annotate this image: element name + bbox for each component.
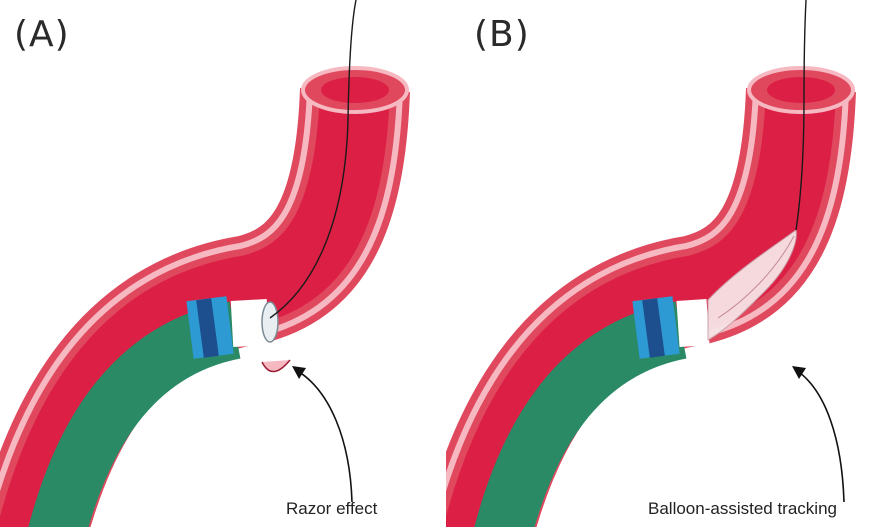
razor-bulge-a xyxy=(262,360,290,372)
panel-a: (A) Razor effect xyxy=(0,0,445,527)
panel-label-a: (A) xyxy=(14,14,70,55)
vessel-diagram-b xyxy=(446,0,891,527)
catheter-band-b2 xyxy=(646,327,661,329)
vessel-diagram-a xyxy=(0,0,445,527)
arrow-a xyxy=(296,370,352,502)
arrow-head-a xyxy=(292,366,306,379)
vessel-opening-lumen-a xyxy=(321,77,389,103)
panel-b: (B) Balloon-assisted tracking xyxy=(446,0,891,527)
caption-b: Balloon-assisted tracking xyxy=(648,499,837,519)
catheter-band-a2 xyxy=(200,327,215,329)
arrow-b xyxy=(796,370,844,502)
caption-a: Razor effect xyxy=(286,499,377,519)
panel-label-b: (B) xyxy=(474,14,530,55)
vessel-opening-lumen-b xyxy=(767,77,835,103)
catheter-tip-b xyxy=(678,322,708,324)
catheter-tip-end-a xyxy=(262,302,278,342)
